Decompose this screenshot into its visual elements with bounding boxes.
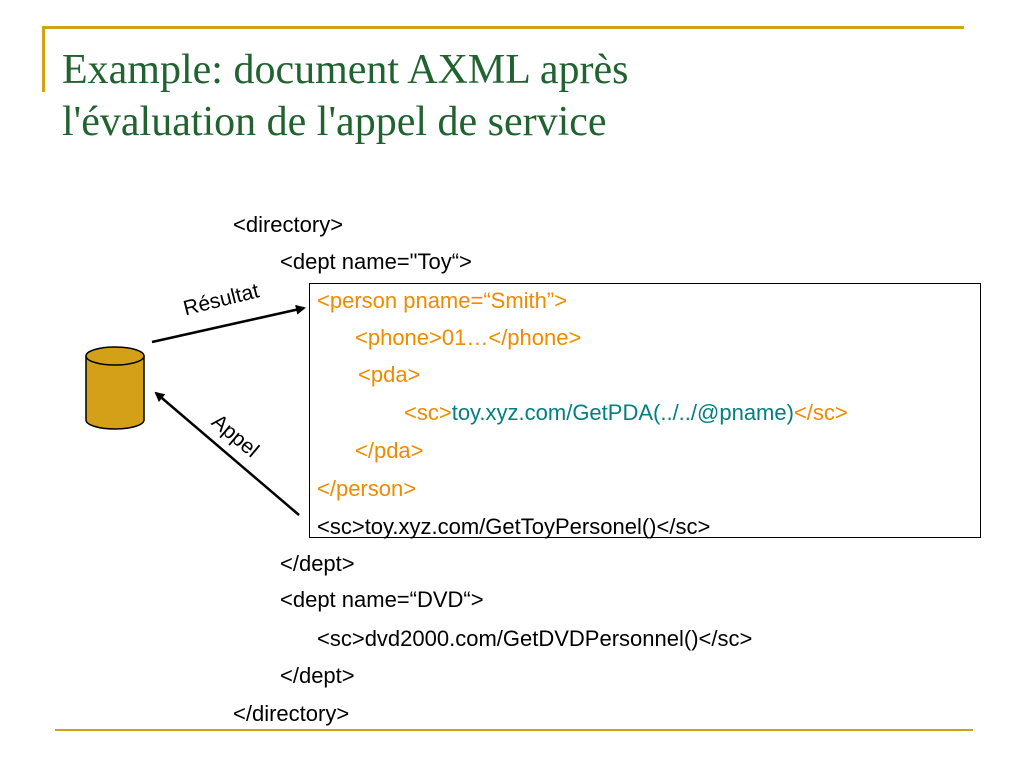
xml-person-open: <person pname=“Smith”> — [317, 288, 568, 313]
xml-dept-close-2: </dept> — [280, 663, 355, 688]
xml-phone: <phone>01…</phone> — [355, 325, 582, 350]
xml-sc-pda: <sc>toy.xyz.com/GetPDA(../../@pname)</sc… — [404, 400, 848, 426]
xml-directory-open: <directory> — [233, 212, 344, 237]
left-accent-rule — [42, 26, 45, 92]
xml-sc-pda-url: toy.xyz.com/GetPDA(../../@pname) — [451, 400, 794, 425]
xml-person-close: </person> — [317, 476, 417, 501]
xml-pda-open: <pda> — [358, 362, 421, 387]
xml-sc-pda-close-tag: </sc> — [793, 400, 848, 425]
xml-dept-toy-open: <dept name="Toy“> — [280, 249, 472, 274]
result-arrow — [151, 304, 306, 344]
xml-dept-dvd-open: <dept name=“DVD“> — [280, 587, 484, 612]
service-result-box — [309, 283, 981, 538]
xml-sc-dvd: <sc>dvd2000.com/GetDVDPersonnel()</sc> — [317, 626, 753, 651]
database-cylinder-icon — [85, 346, 145, 430]
slide-title: Example: document AXML après l'évaluatio… — [62, 44, 628, 148]
title-line-2: l'évaluation de l'appel de service — [62, 99, 607, 145]
bottom-accent-rule — [55, 729, 973, 731]
xml-sc-toy: <sc>toy.xyz.com/GetToyPersonel()</sc> — [317, 514, 711, 539]
xml-directory-close: </directory> — [233, 701, 350, 726]
top-accent-rule — [42, 26, 964, 29]
xml-sc-pda-open-tag: <sc> — [404, 400, 452, 425]
call-arrow — [154, 391, 300, 516]
xml-pda-close: </pda> — [355, 438, 424, 463]
title-line-1: Example: document AXML après — [62, 47, 629, 93]
xml-dept-close-1: </dept> — [280, 551, 355, 576]
